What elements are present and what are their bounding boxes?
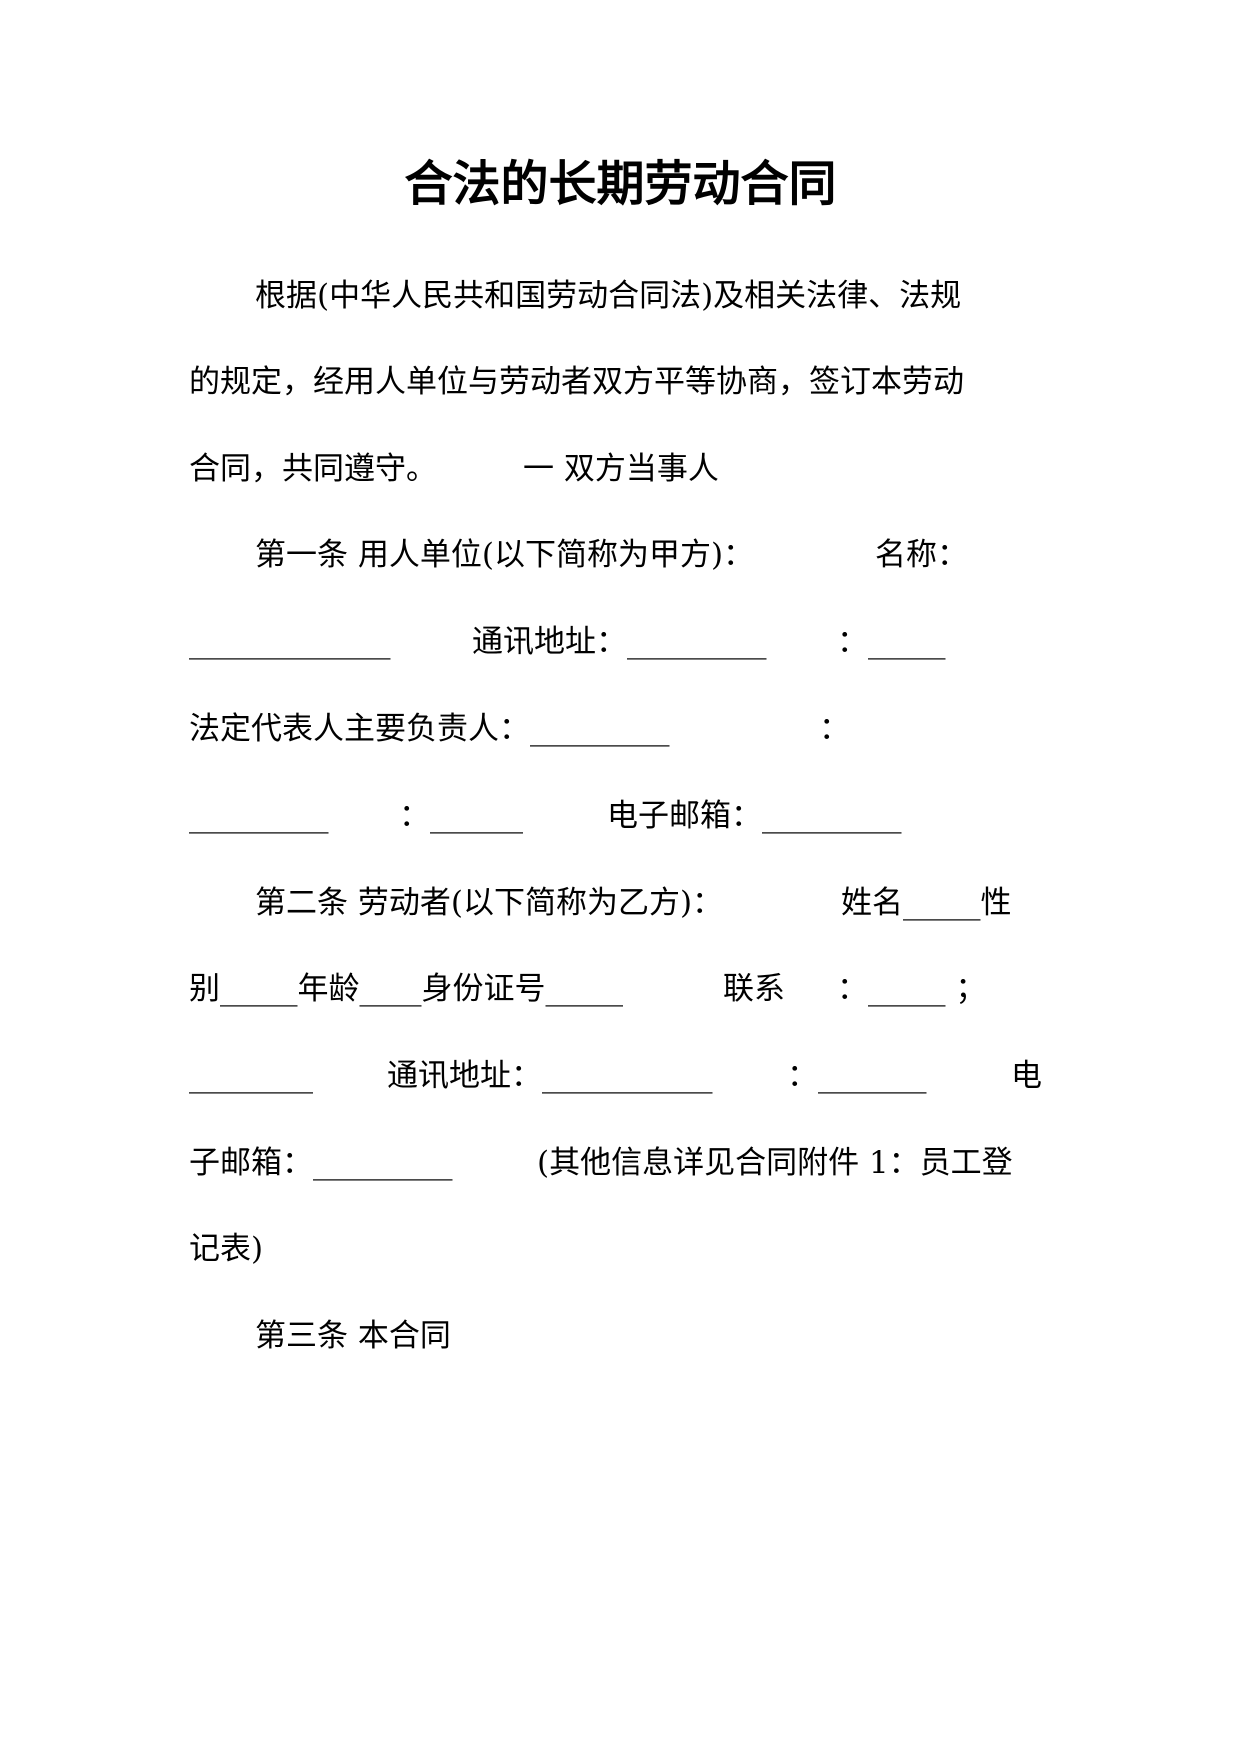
employee-address-field: 通讯地址：___________ [387, 1058, 713, 1094]
intro-text-2: 的规定，经用人单位与劳动者双方平等协商，签订本劳动 [189, 364, 964, 400]
article1-heading: 第一条 用人单位(以下简称为甲方)： [255, 537, 755, 573]
employee-blank-a: ________ [189, 1058, 313, 1094]
employee-contact-blank: ：_____ ； [837, 971, 987, 1007]
intro-text-1: 根据(中华人民共和国劳动合同法)及相关法律、法规 [255, 278, 962, 314]
employee-gender-age-id: 别_____年龄____身份证号_____ [189, 971, 623, 1007]
employer-rep-colon: ： [819, 711, 850, 747]
employer-name-blank: _____________ [189, 624, 391, 660]
employer-blank-a: _________ [189, 798, 329, 834]
employee-name-field: 姓名_____性 [841, 885, 1012, 921]
article2-heading: 第二条 劳动者(以下简称为乙方)： [255, 885, 724, 921]
section-heading-parties: 一 双方当事人 [523, 451, 719, 487]
employee-email-start: 电 [1011, 1058, 1042, 1094]
employer-rep-field: 法定代表人主要负责人：_________ [189, 711, 670, 747]
intro-text-3: 合同，共同遵守。 [189, 451, 437, 487]
employer-blank-b: ：______ [399, 798, 523, 834]
employer-email-field: 电子邮箱：_________ [607, 798, 902, 834]
employer-name-label: 名称： [875, 537, 968, 573]
employee-contact-label: 联系 [723, 971, 785, 1007]
article3-heading: 第三条 本合同 [255, 1318, 451, 1354]
employee-blank-b: ：_______ [787, 1058, 927, 1094]
employee-email-field: 子邮箱：_________ [189, 1145, 453, 1181]
document-title: 合法的长期劳动合同 [404, 156, 837, 212]
employer-address-field: 通讯地址：_________ [472, 624, 767, 660]
employee-other-info: (其他信息详见合同附件 1：员工登 [537, 1145, 1013, 1181]
employer-phone-blank: ：_____ [837, 624, 946, 660]
employee-other-info-end: 记表) [189, 1231, 264, 1267]
